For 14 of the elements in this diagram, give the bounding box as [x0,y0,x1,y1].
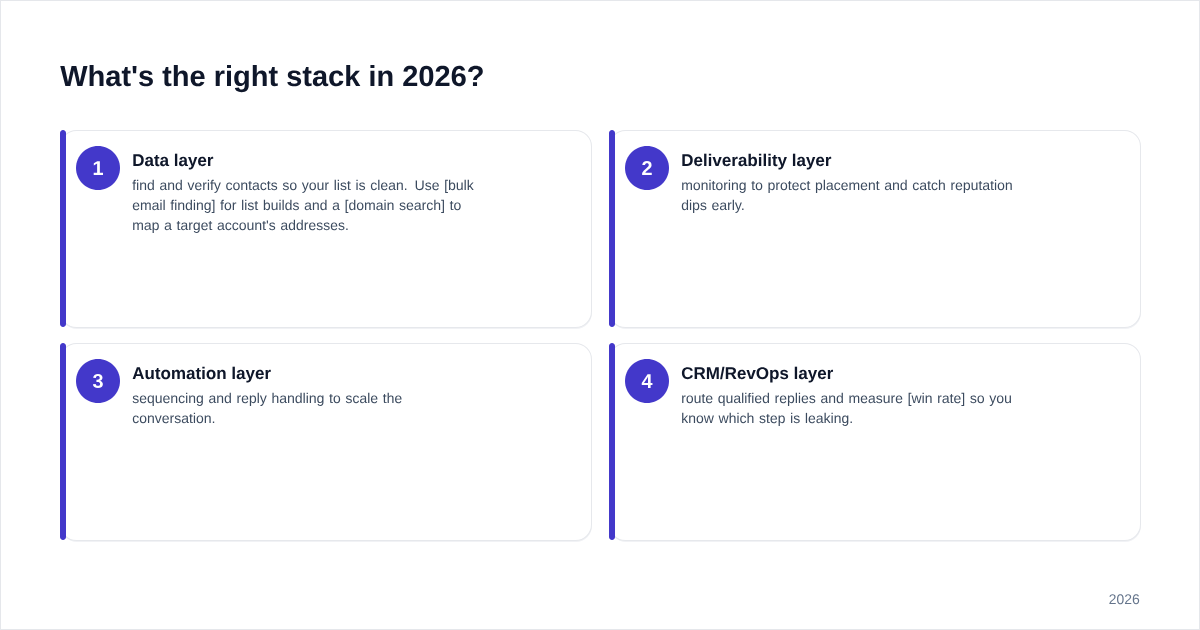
number-badge: 1 [76,146,120,190]
card-heading: Deliverability layer [682,153,832,170]
card-heading: Data layer [133,153,214,170]
card-heading: Automation layer [132,366,271,383]
number-badge: 3 [76,359,120,403]
number-badge: 4 [625,359,669,403]
card-text: find and verify contacts so your list is clean. Use [bulk email finding] for list builds and a [domain search] to map a target account's addresses. [132,179,474,233]
card-text: sequencing and reply handling to scale the conversation. [132,392,402,424]
footer-text: 2026 [1109,594,1140,605]
card-heading: CRM/RevOps layer [681,366,834,383]
card-text: route qualified replies and measure [win rate] so you know which step is leaking. [682,392,1011,426]
card-text: monitoring to protect placement and catch reputation dips early. [681,179,1012,213]
number-badge: 2 [625,146,669,190]
title: What's the right stack in 2026? [60,65,483,93]
